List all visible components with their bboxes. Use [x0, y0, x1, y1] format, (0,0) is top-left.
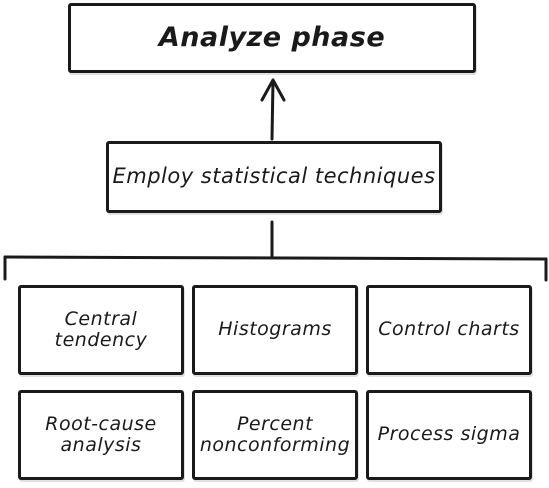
root-cause-analysis-label: Root-cause analysis [45, 412, 157, 456]
arrow-up-line [270, 79, 275, 141]
histograms-label: Histograms [218, 318, 332, 341]
histograms-node: Histograms [192, 285, 358, 375]
employ-statistical-techniques-node: Employ statistical techniques [106, 141, 442, 213]
analyze-phase-node: Analyze phase [68, 3, 476, 73]
analyze-phase-label: Analyze phase [158, 21, 386, 53]
process-sigma-node: Process sigma [366, 390, 532, 480]
control-charts-node: Control charts [366, 285, 532, 375]
employ-statistical-techniques-label: Employ statistical techniques [112, 164, 436, 189]
process-sigma-label: Process sigma [377, 423, 521, 446]
root-cause-analysis-node: Root-cause analysis [18, 390, 184, 480]
central-tendency-node: Central tendency [18, 285, 184, 375]
percent-nonconforming-label: Percent nonconforming [199, 412, 351, 456]
arrow-up-head [260, 78, 286, 102]
bracket-bar [3, 255, 548, 261]
central-tendency-label: Central tendency [54, 307, 148, 351]
percent-nonconforming-node: Percent nonconforming [192, 390, 358, 480]
control-charts-label: Control charts [378, 318, 520, 341]
